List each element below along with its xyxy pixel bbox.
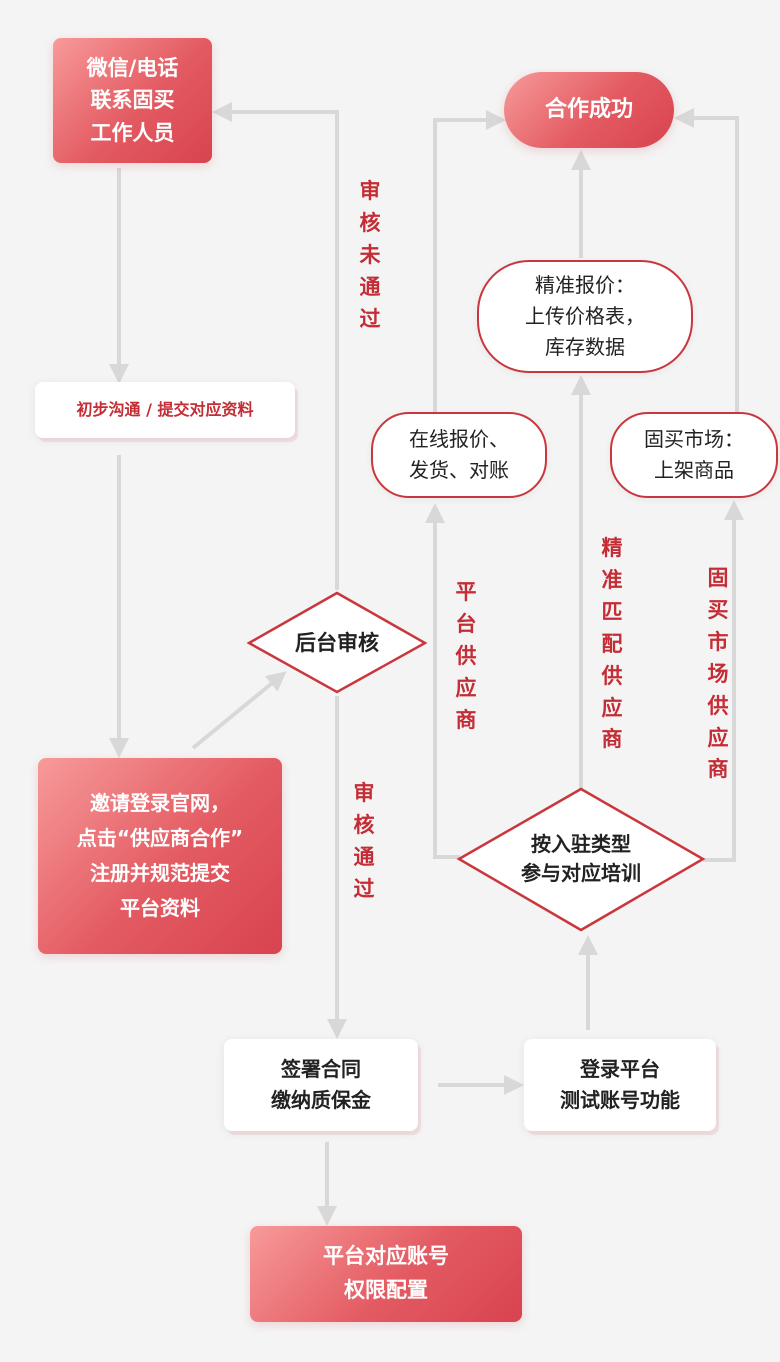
arrow-training-to-market xyxy=(703,500,744,862)
training-diamond xyxy=(456,787,706,932)
arrow-training-to-online xyxy=(425,503,460,859)
register-label: 邀请登录官网， 点击“供应商合作” 注册并规范提交 平台资料 xyxy=(76,791,244,920)
contact-node: 微信/电话 联系固买 工作人员 xyxy=(53,38,212,163)
platform-supplier-label: 平台供应商 xyxy=(455,580,477,732)
arrow-register-to-review xyxy=(191,671,287,750)
precise-node: 精准报价： 上传价格表， 库存数据 xyxy=(477,260,693,373)
market-node: 固买市场： 上架商品 xyxy=(610,412,778,498)
account-node: 平台对应账号 权限配置 xyxy=(250,1226,522,1322)
market-label: 固买市场： 上架商品 xyxy=(644,427,744,482)
rejected-label: 审核未通过 xyxy=(359,179,381,331)
success-label: 合作成功 xyxy=(544,96,633,122)
contract-node: 签署合同 缴纳质保金 xyxy=(224,1039,418,1131)
register-node: 邀请登录官网， 点击“供应商合作” 注册并规范提交 平台资料 xyxy=(38,758,282,954)
arrow-online-to-success xyxy=(433,110,506,412)
precise-supplier-label: 精准匹配供应商 xyxy=(601,536,623,752)
contact-label: 微信/电话 联系固买 工作人员 xyxy=(86,55,179,145)
arrow-market-to-success xyxy=(674,108,739,412)
contract-label: 签署合同 缴纳质保金 xyxy=(271,1057,371,1112)
arrow-review-rejected xyxy=(212,102,339,590)
initial-comm-label: 初步沟通 / 提交对应资料 xyxy=(76,399,254,419)
precise-label: 精准报价： 上传价格表， 库存数据 xyxy=(525,273,645,359)
approved-label: 审核通过 xyxy=(353,781,375,901)
initial-comm-node: 初步沟通 / 提交对应资料 xyxy=(35,382,295,438)
online-node: 在线报价、 发货、对账 xyxy=(371,412,547,498)
success-node: 合作成功 xyxy=(504,72,674,148)
test-label: 登录平台 测试账号功能 xyxy=(560,1057,680,1112)
review-label: 后台审核 xyxy=(295,630,379,655)
training-label: 按入驻类型 参与对应培训 xyxy=(521,832,641,885)
market-supplier-label: 固买市场供应商 xyxy=(707,566,729,782)
review-diamond xyxy=(246,591,428,694)
online-label: 在线报价、 发货、对账 xyxy=(409,427,509,482)
test-node: 登录平台 测试账号功能 xyxy=(524,1039,716,1131)
account-label: 平台对应账号 权限配置 xyxy=(323,1244,449,1302)
